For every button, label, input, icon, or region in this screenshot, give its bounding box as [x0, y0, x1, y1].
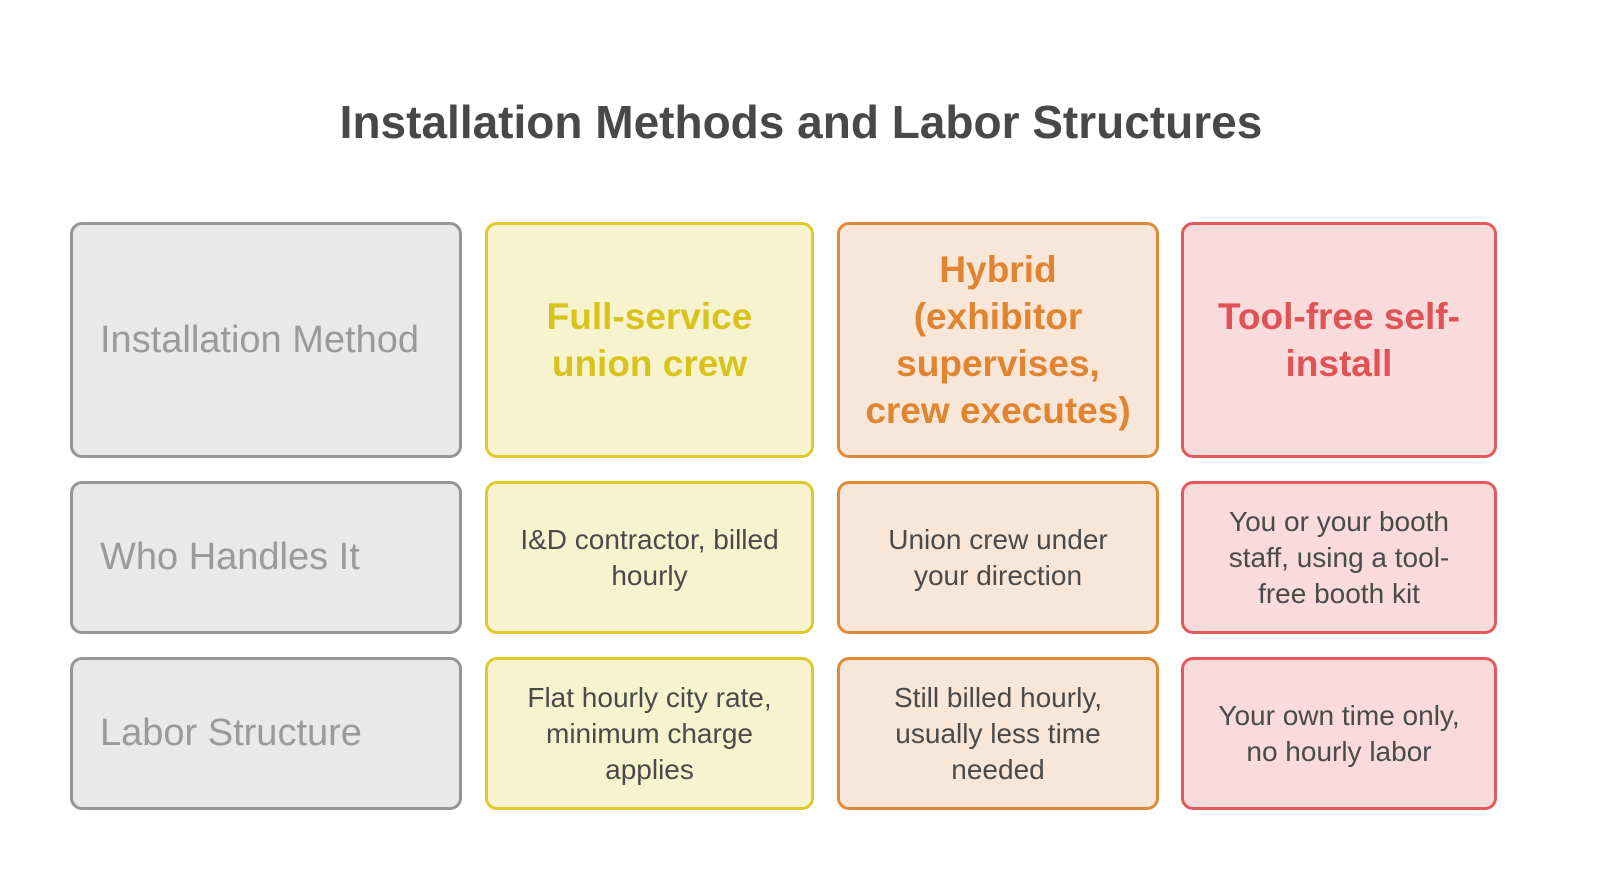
row-label-installation-method: Installation Method — [70, 222, 462, 458]
header-full-service: Full-service union crew — [485, 222, 814, 458]
row-label-text: Labor Structure — [100, 712, 362, 754]
cell-text: I&D contractor, billed hourly — [520, 523, 779, 591]
header-tool-free: Tool-free self-install — [1181, 222, 1497, 458]
row-label-text: Installation Method — [100, 318, 419, 361]
cell-text: Still billed hourly, usually less time n… — [893, 681, 1103, 785]
page-title: Installation Methods and Labor Structure… — [339, 96, 1263, 148]
row-label-who-handles-it: Who Handles It — [70, 481, 462, 634]
cell-who-full-service: I&D contractor, billed hourly — [485, 481, 814, 634]
cell-labor-hybrid: Still billed hourly, usually less time n… — [837, 657, 1159, 810]
header-hybrid: Hybrid (exhibitor supervises, crew execu… — [837, 222, 1159, 458]
cell-who-hybrid: Union crew under your direction — [837, 481, 1159, 634]
header-text: Full-service union crew — [546, 296, 753, 384]
cell-labor-tool-free: Your own time only, no hourly labor — [1181, 657, 1497, 810]
header-text: Tool-free self-install — [1218, 296, 1460, 384]
cell-labor-full-service: Flat hourly city rate, minimum charge ap… — [485, 657, 814, 810]
row-label-text: Who Handles It — [100, 536, 360, 578]
cell-who-tool-free: You or your booth staff, using a tool-fr… — [1181, 481, 1497, 634]
cell-text: Flat hourly city rate, minimum charge ap… — [527, 681, 772, 785]
cell-text: Union crew under your direction — [888, 523, 1108, 591]
cell-text: You or your booth staff, using a tool-fr… — [1228, 505, 1450, 609]
header-text: Hybrid (exhibitor supervises, crew execu… — [865, 249, 1131, 431]
row-label-labor-structure: Labor Structure — [70, 657, 462, 810]
cell-text: Your own time only, no hourly labor — [1218, 699, 1460, 767]
